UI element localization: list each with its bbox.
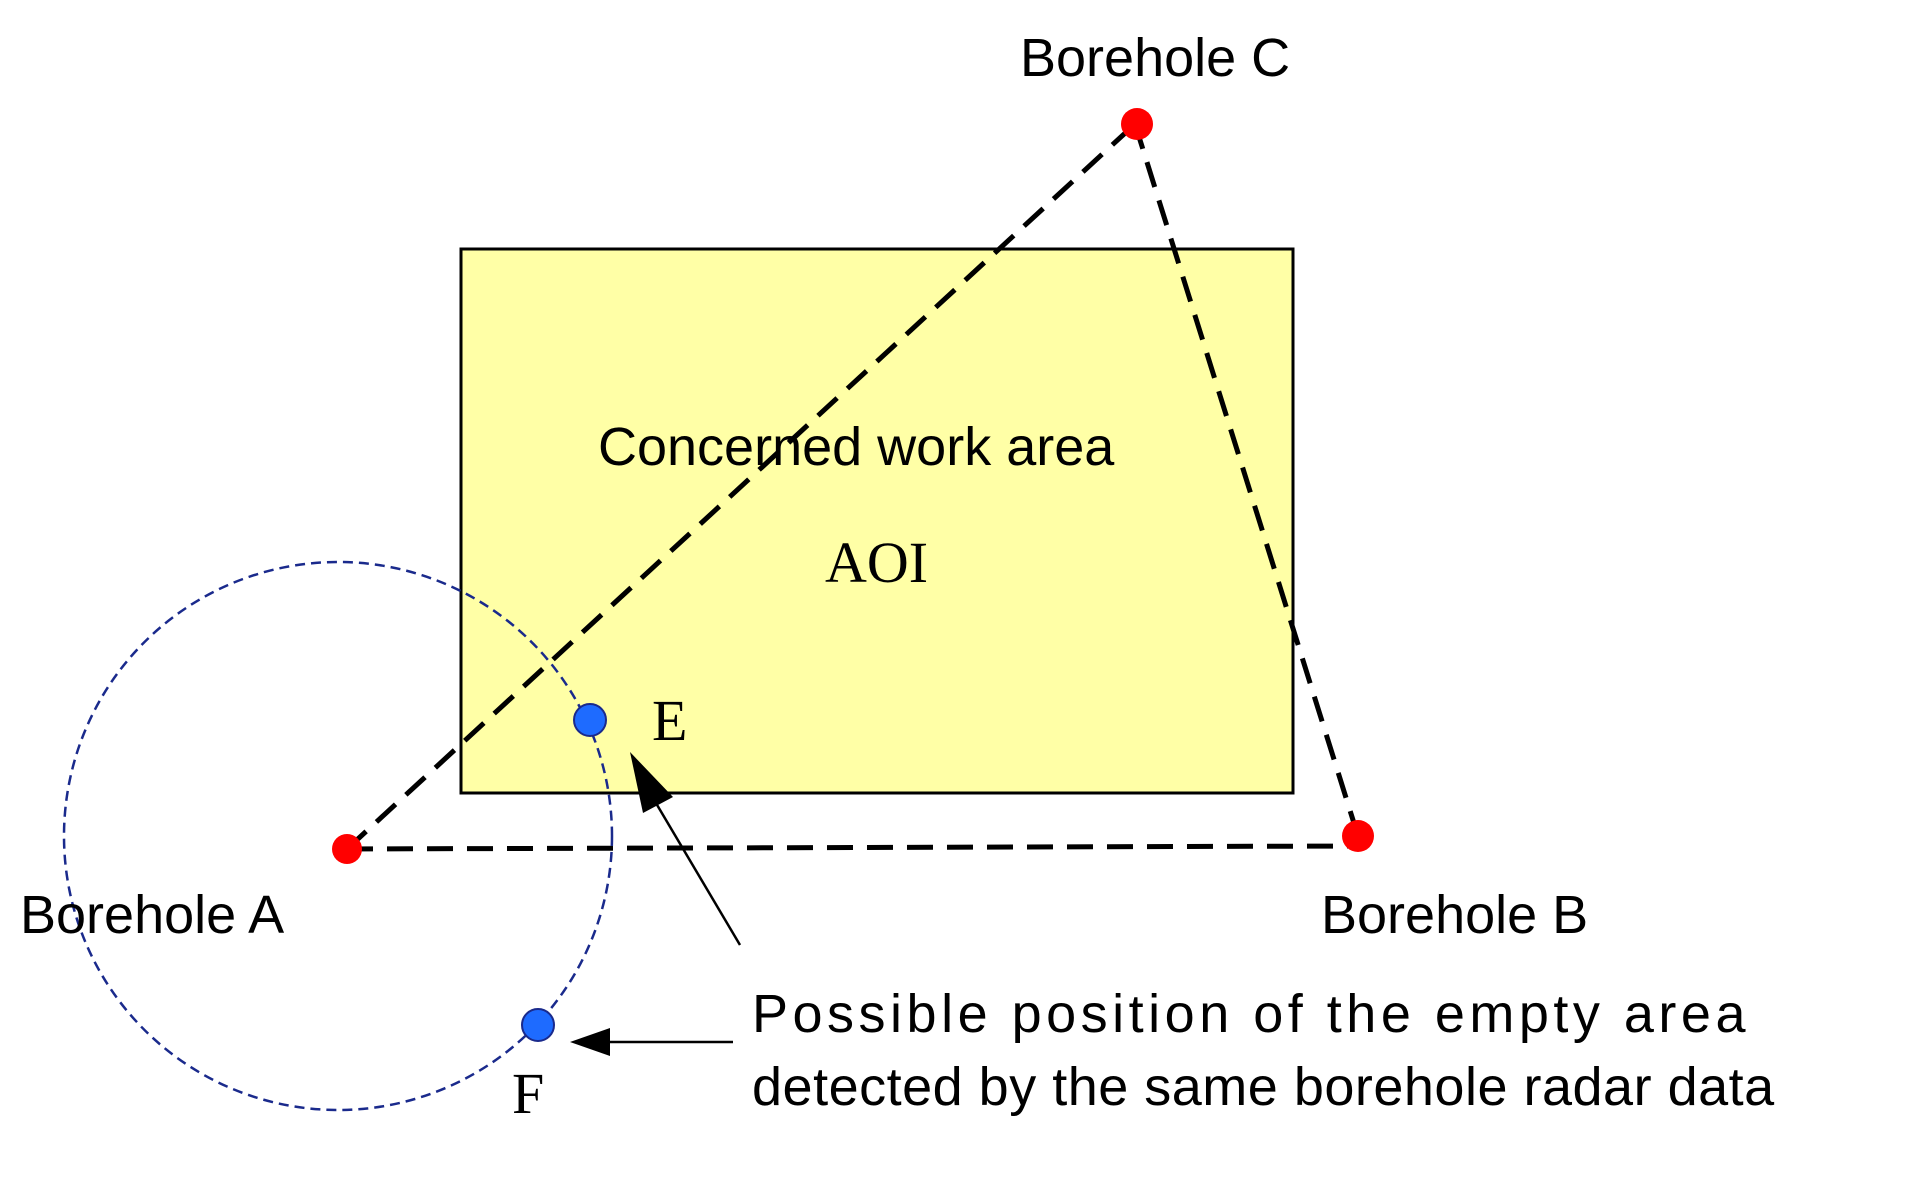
arrow-to-e-shaft [648,792,742,946]
point-f-label: F [512,1061,544,1126]
point-e-label: E [652,688,687,753]
borehole-c-label: Borehole C [1020,28,1290,88]
radar-range-circle [62,560,614,1112]
arrow-to-e-head [630,752,673,813]
aoi-label: AOI [825,530,928,595]
note-line-1: Possible position of the empty area [752,984,1750,1044]
work-area-label: Concerned work area [598,417,1115,477]
point-e [573,703,607,737]
note-line-2: detected by the same borehole radar data [752,1057,1775,1117]
borehole-b-label: Borehole B [1321,885,1588,945]
line-a-to-b [346,843,1359,852]
line-a-to-c [345,122,1137,851]
arrow-to-f-head [570,1028,610,1056]
borehole-c-point [1121,108,1153,140]
point-f [521,1008,555,1042]
work-area-rect [459,247,1295,795]
borehole-b-point [1342,820,1374,852]
line-c-to-b [1132,123,1361,837]
borehole-a-point [332,834,362,864]
borehole-a-label: Borehole A [20,885,284,945]
